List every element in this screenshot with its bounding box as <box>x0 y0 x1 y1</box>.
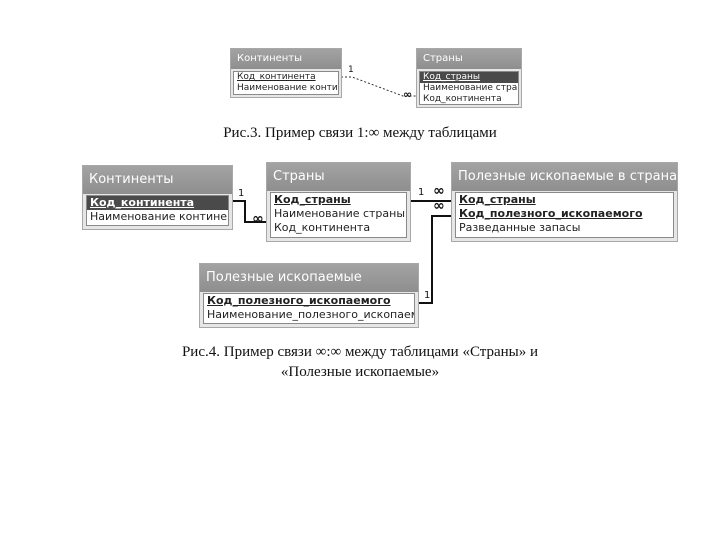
table-title: Континенты <box>83 166 232 194</box>
field-row[interactable]: Наименование страны <box>274 207 406 220</box>
table-title: Страны <box>267 163 410 191</box>
field-row[interactable]: Код_континента <box>423 94 502 104</box>
field-row[interactable]: Код_страны <box>459 193 536 206</box>
field-row[interactable]: Код_страны <box>274 193 351 206</box>
field-row[interactable]: Разведанные запасы <box>459 221 581 234</box>
fig4-one-label-continents: 1 <box>238 188 245 199</box>
fig3-table-countries[interactable]: Страны Код_страны Наименование страны Ко… <box>416 48 522 108</box>
field-row[interactable]: Код_континента <box>274 221 371 234</box>
fig4-many-label-minerals-in-countries-2: ∞ <box>433 198 445 214</box>
field-row[interactable]: Код_страны <box>420 72 518 83</box>
fig4-caption-line2: «Полезные ископаемые» <box>280 364 440 380</box>
fig3-relationship-line <box>341 76 416 97</box>
field-row[interactable]: Код_полезного_ископаемого <box>207 294 391 307</box>
fig4-many-label-minerals-in-countries-1: ∞ <box>433 183 445 199</box>
field-row[interactable]: Наименование страны <box>423 83 518 93</box>
fig4-table-minerals-in-countries[interactable]: Полезные ископаемые в странах Код_страны… <box>451 162 678 242</box>
field-row[interactable]: Наименование_полезного_ископаемого <box>207 308 414 321</box>
fig3-one-label: 1 <box>348 65 354 75</box>
fig4-table-continents[interactable]: Континенты Код_континента Наименование к… <box>82 165 233 230</box>
table-title: Полезные ископаемые <box>200 264 418 292</box>
fig3-many-label: ∞ <box>403 88 413 101</box>
field-row[interactable]: Наименование континента <box>237 83 338 93</box>
fig4-caption-line1: Рис.4. Пример связи ∞:∞ между таблицами … <box>181 344 539 360</box>
fig4-one-label-minerals: 1 <box>424 290 431 301</box>
field-row[interactable]: Наименование континента <box>90 210 228 223</box>
fig4-table-minerals[interactable]: Полезные ископаемые Код_полезного_ископа… <box>199 263 419 328</box>
fig4-line-minerals-minerals-in-countries <box>418 215 453 304</box>
fig3-caption: Рис.3. Пример связи 1:∞ между таблицами <box>223 125 497 141</box>
fig4-table-countries[interactable]: Страны Код_страны Наименование страны Ко… <box>266 162 411 242</box>
field-row[interactable]: Код_континента <box>87 196 228 210</box>
field-row[interactable]: Код_континента <box>237 72 316 82</box>
fig4-one-label-countries: 1 <box>418 187 425 198</box>
table-title: Страны <box>417 49 521 69</box>
fig4-many-label-countries: ∞ <box>252 211 264 227</box>
table-title: Полезные ископаемые в странах <box>452 163 677 191</box>
table-title: Континенты <box>231 49 341 69</box>
field-row[interactable]: Код_полезного_ископаемого <box>459 207 643 220</box>
fig4-line-continents-countries <box>232 200 269 223</box>
fig3-table-continents[interactable]: Континенты Код_континента Наименование к… <box>230 48 342 98</box>
